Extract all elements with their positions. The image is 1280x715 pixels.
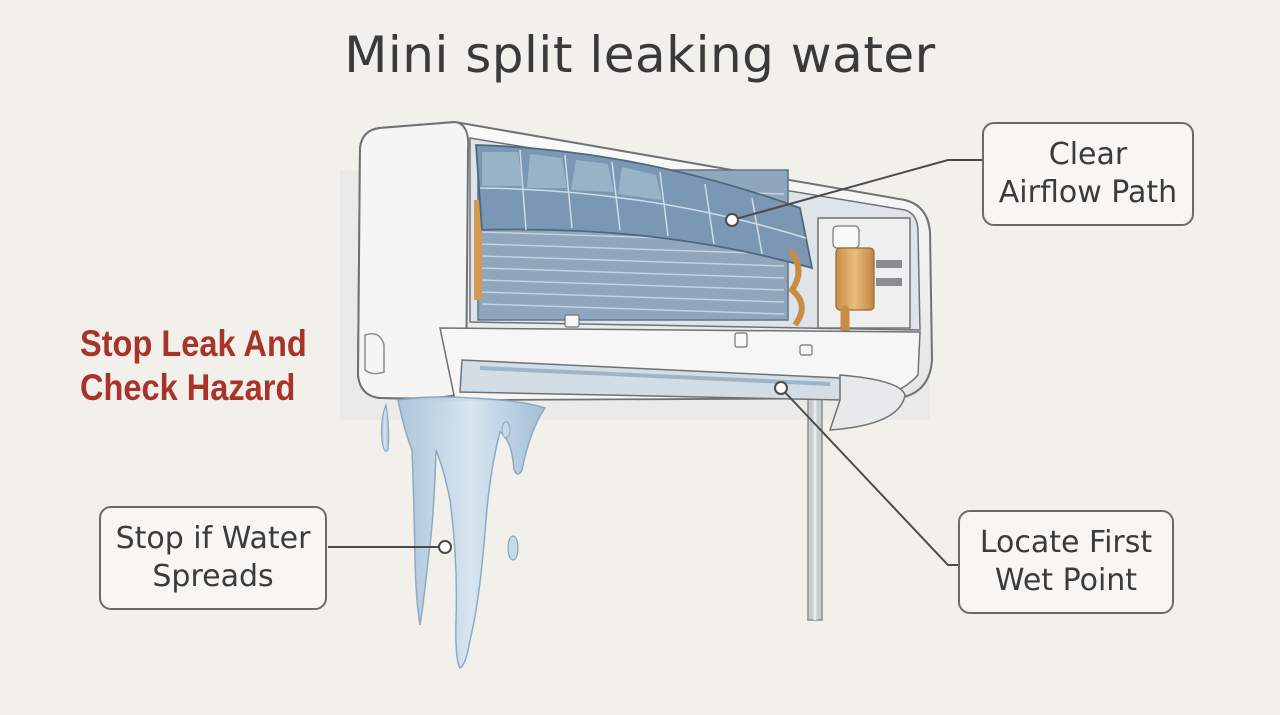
hazard-warning: Stop Leak And Check Hazard xyxy=(80,322,309,410)
callout-wet-point: Locate First Wet Point xyxy=(958,510,1174,614)
marker-airflow xyxy=(725,213,739,227)
marker-water xyxy=(438,540,452,554)
callout-airflow-line1: Clear xyxy=(1048,137,1128,172)
callout-wet-point-line2: Wet Point xyxy=(994,563,1138,598)
callout-water-line1: Stop if Water xyxy=(115,521,311,556)
marker-wet-point xyxy=(774,381,788,395)
leader-wet-point xyxy=(780,387,960,566)
water-leak xyxy=(380,396,547,669)
hazard-warning-line1: Stop Leak And xyxy=(80,323,307,364)
hazard-warning-line2: Check Hazard xyxy=(80,367,296,408)
callout-water: Stop if Water Spreads xyxy=(99,506,327,610)
internal-components xyxy=(787,217,911,360)
leader-lines xyxy=(328,159,982,566)
leader-airflow xyxy=(731,159,982,221)
callout-water-line2: Spreads xyxy=(152,559,274,594)
callout-wet-point-line1: Locate First xyxy=(979,525,1153,560)
air-filter xyxy=(475,144,814,270)
callout-airflow-line2: Airflow Path xyxy=(998,175,1178,210)
indoor-unit xyxy=(356,120,934,431)
page-title: Mini split leaking water xyxy=(344,26,936,84)
callout-airflow: Clear Airflow Path xyxy=(982,122,1194,226)
